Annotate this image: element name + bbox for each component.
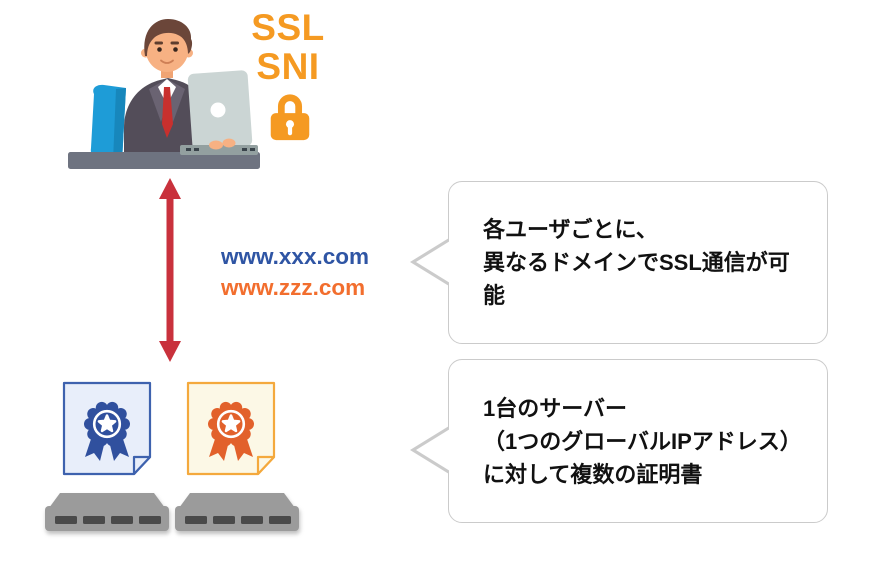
sni-label: SNI (256, 46, 320, 87)
domain-xxx: www.xxx.com (221, 244, 369, 269)
award-rosette-icon (84, 401, 130, 461)
lock-icon (270, 94, 310, 141)
avatar (124, 19, 224, 164)
certificate-blue-icon (62, 381, 152, 476)
certificate-orange-icon (186, 381, 276, 476)
hands (209, 138, 236, 150)
callout-multiple-certificates: 1台のサーバー （1つのグローバルIPアドレス） に対して複数の証明書 (410, 359, 828, 523)
laptop-icon (187, 70, 253, 150)
domain-list: www.xxx.com www.zzz.com (221, 241, 369, 303)
callout-line: に対して複数の証明書 (483, 461, 703, 487)
callout-line: （1つのグローバルIPアドレス） (483, 428, 802, 454)
domain-zzz: www.zzz.com (221, 275, 366, 300)
desk (68, 152, 260, 169)
ssl-label: SSL (251, 7, 325, 48)
callout-line: 各ユーザごとに、 (483, 217, 658, 242)
award-rosette-icon (208, 401, 254, 461)
callout-ssl-communication: 各ユーザごとに、 異なるドメインでSSL通信が可能 (410, 181, 828, 344)
callout-line: 1台のサーバー (483, 395, 628, 421)
server-icon (45, 493, 169, 531)
user-at-laptop-illustration (68, 19, 260, 169)
ssl-sni-badge: SSL SNI (248, 8, 328, 86)
callout-line: 異なるドメインでSSL通信が可能 (483, 250, 790, 308)
double-arrow-icon (159, 178, 181, 362)
chair-icon (90, 84, 126, 162)
server-icon (175, 493, 299, 531)
laptop-base (180, 145, 258, 155)
